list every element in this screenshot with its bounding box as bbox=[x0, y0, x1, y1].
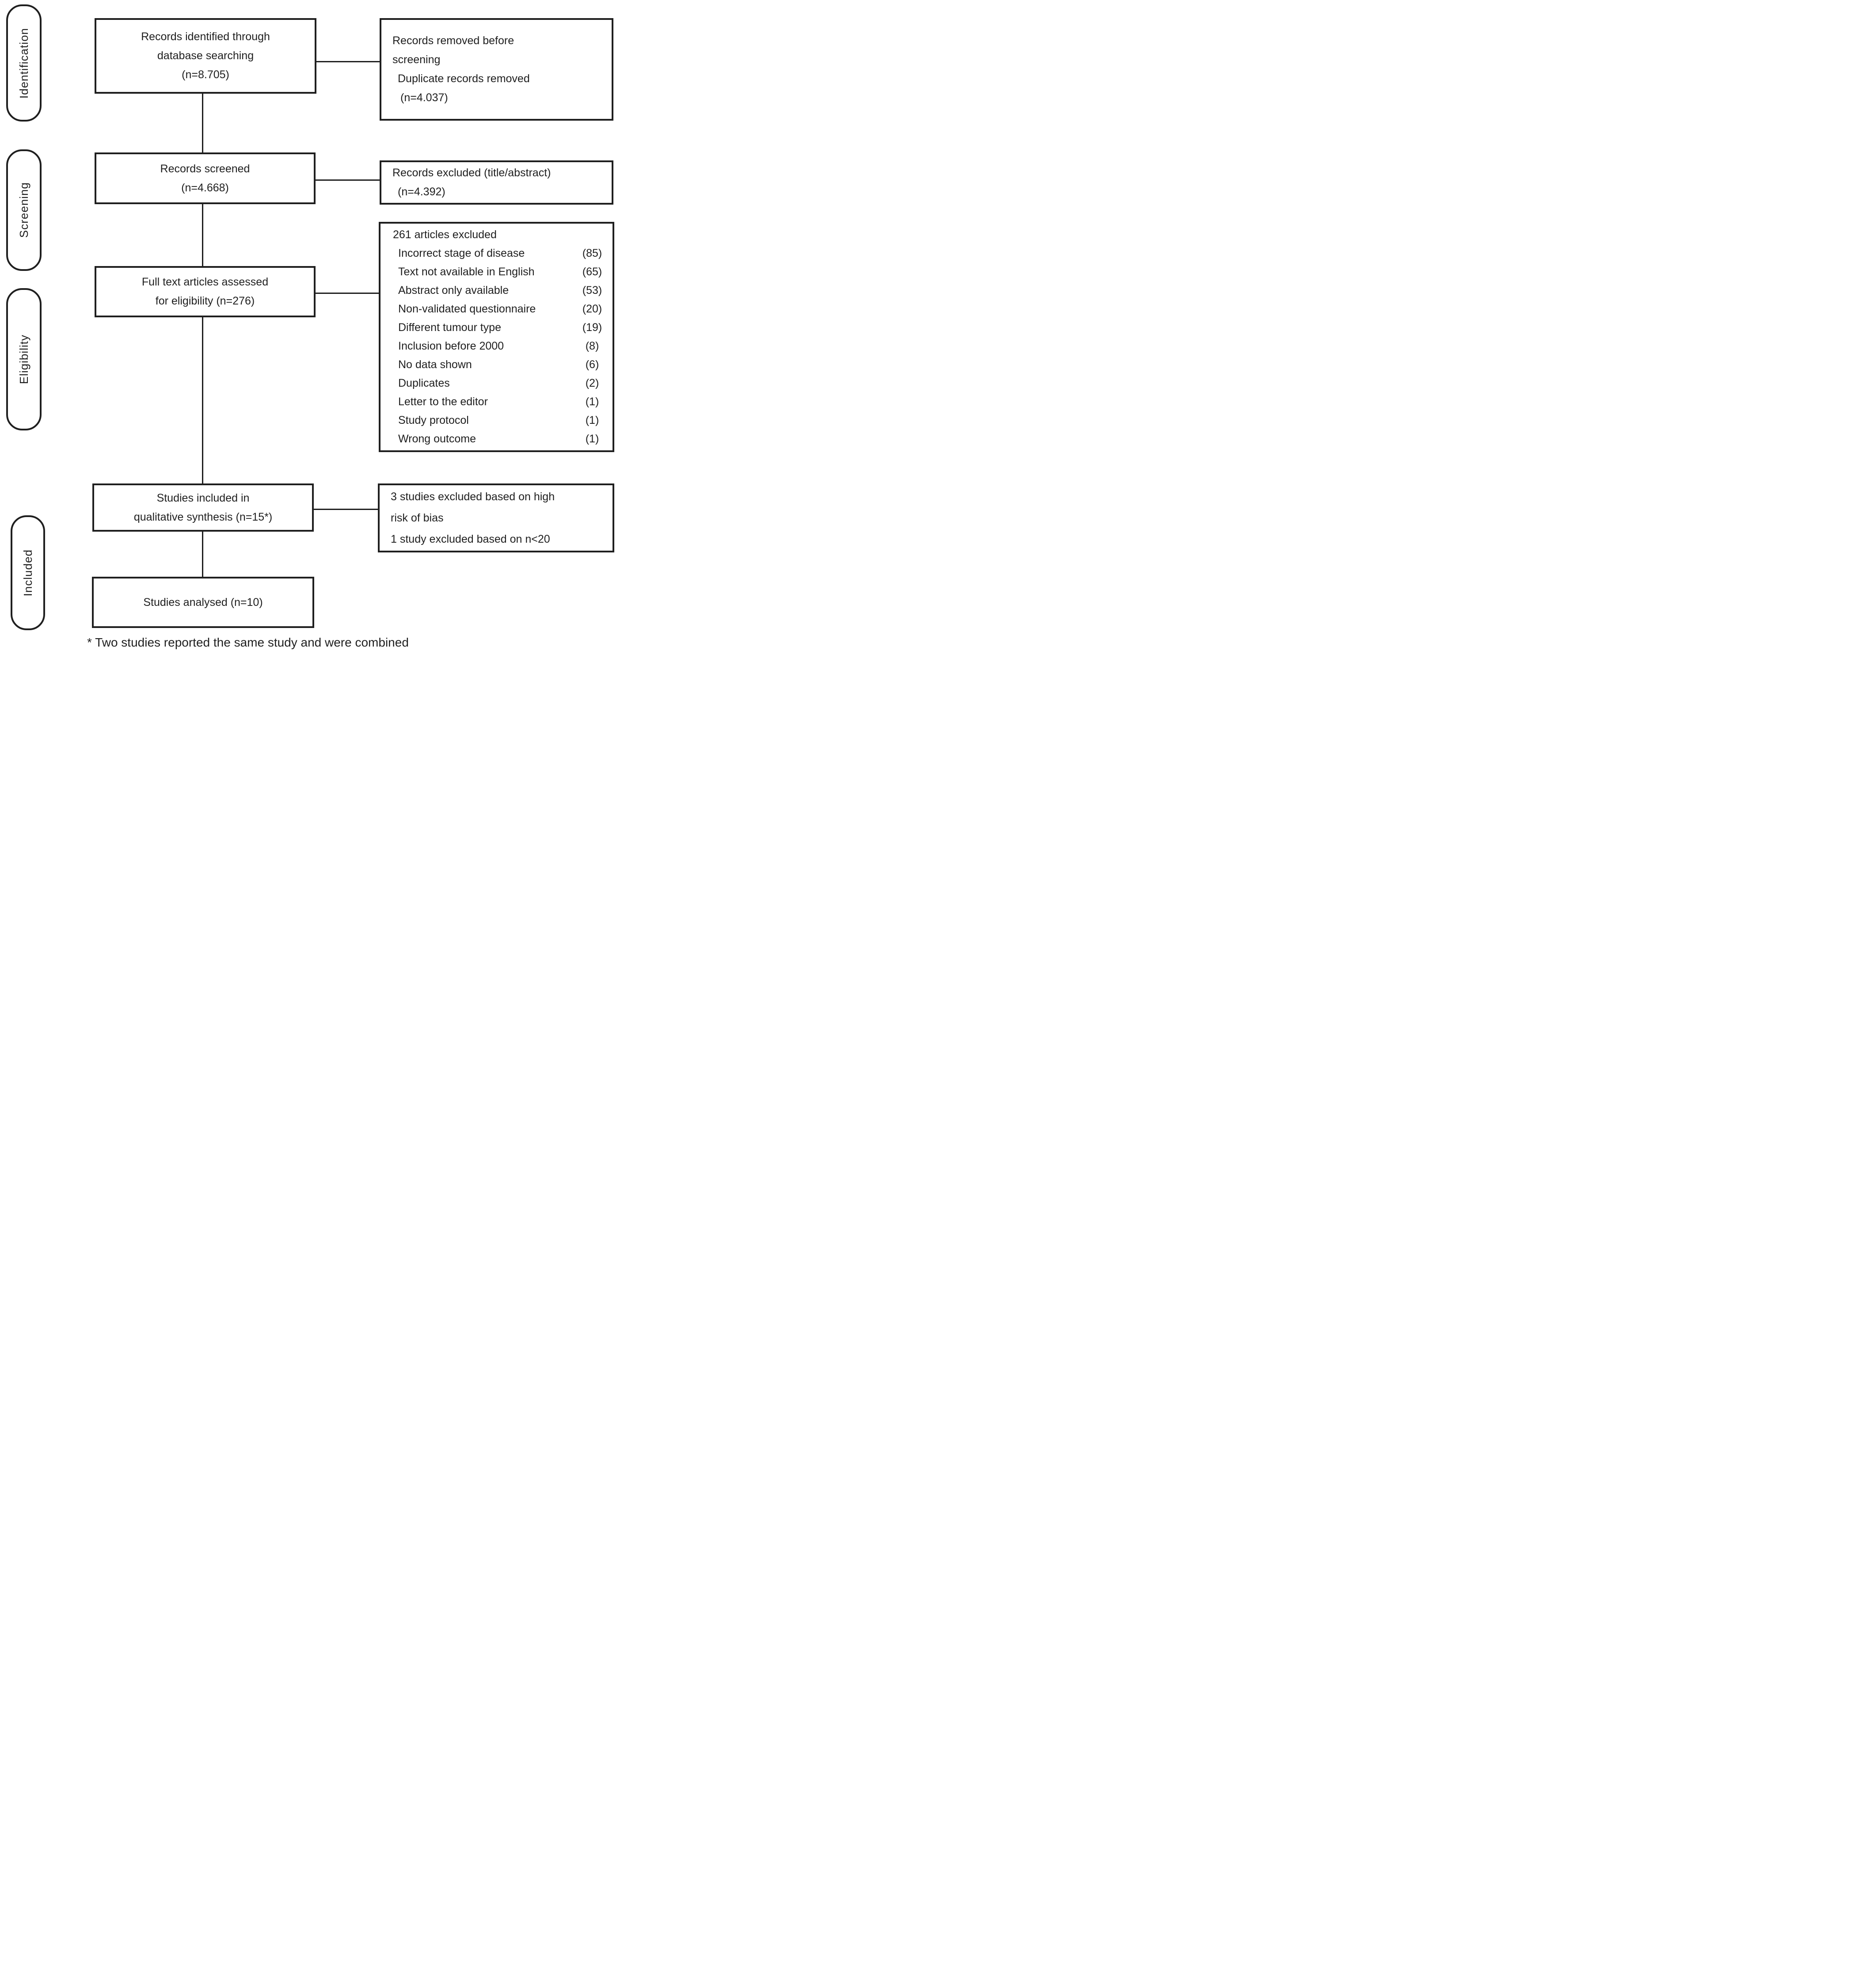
box-studies-analysed-line1: Studies analysed (n=10) bbox=[143, 596, 263, 609]
footnote: * Two studies reported the same study an… bbox=[87, 636, 409, 649]
box-records-removed-line2: screening bbox=[392, 53, 441, 66]
box-records-screened-line1: Records screened bbox=[160, 162, 250, 175]
connector-fulltext-to-qualitative bbox=[202, 316, 203, 484]
exclusion-reason-label: Non-validated questionnaire bbox=[398, 303, 536, 315]
exclusion-reason-label: Different tumour type bbox=[398, 321, 501, 334]
box-fulltext-assessed: Full text articles assessed for eligibil… bbox=[95, 266, 316, 317]
exclusion-reason-label: Incorrect stage of disease bbox=[398, 247, 525, 259]
exclusion-reason-count: (85) bbox=[582, 247, 602, 259]
exclusion-reason-count: (6) bbox=[585, 358, 599, 371]
exclusion-reason-count: (1) bbox=[585, 414, 599, 426]
exclusion-reason-row: Incorrect stage of disease (85) bbox=[393, 244, 605, 263]
exclusion-reason-label: No data shown bbox=[398, 358, 472, 371]
box-qualitative-synthesis-line2: qualitative synthesis (n=15*) bbox=[133, 510, 273, 523]
stage-capsule-included: Included bbox=[11, 515, 45, 630]
box-excluded-bias-line1: 3 studies excluded based on high bbox=[391, 491, 555, 503]
exclusion-reason-count: (8) bbox=[585, 340, 599, 352]
exclusion-reason-row: Study protocol (1) bbox=[393, 411, 605, 430]
exclusion-reason-row: No data shown (6) bbox=[393, 355, 605, 374]
exclusion-reason-label: Wrong outcome bbox=[398, 433, 476, 445]
box-records-removed: Records removed before screening Duplica… bbox=[380, 18, 613, 121]
box-fulltext-assessed-line1: Full text articles assessed bbox=[141, 276, 269, 288]
box-excluded-bias-line3: 1 study excluded based on n<20 bbox=[391, 533, 550, 545]
exclusion-reason-count: (2) bbox=[585, 377, 599, 389]
connector-screened-to-excluded bbox=[315, 179, 380, 181]
stage-label-eligibility: Eligibility bbox=[17, 334, 30, 384]
connector-qualitative-to-bias bbox=[313, 509, 378, 510]
box-fulltext-assessed-line2: for eligibility (n=276) bbox=[155, 295, 255, 307]
exclusion-reason-label: Study protocol bbox=[398, 414, 469, 426]
articles-excluded-title: 261 articles excluded bbox=[393, 228, 497, 241]
box-articles-excluded: 261 articles excluded Incorrect stage of… bbox=[379, 222, 614, 452]
exclusion-reason-row: Inclusion before 2000 (8) bbox=[393, 337, 605, 355]
exclusion-reason-row: Abstract only available (53) bbox=[393, 281, 605, 300]
exclusion-reason-count: (1) bbox=[585, 396, 599, 408]
box-records-removed-line3: Duplicate records removed bbox=[398, 72, 530, 85]
stage-capsule-eligibility: Eligibility bbox=[6, 288, 42, 430]
stage-label-screening: Screening bbox=[17, 182, 30, 238]
exclusion-reason-label: Inclusion before 2000 bbox=[398, 340, 504, 352]
exclusion-reason-row: Non-validated questionnaire (20) bbox=[393, 300, 605, 318]
box-excluded-bias-line2: risk of bias bbox=[391, 512, 444, 524]
box-records-excluded: Records excluded (title/abstract) (n=4.3… bbox=[380, 160, 613, 205]
box-records-identified-line1: Records identified through bbox=[141, 30, 270, 43]
connector-identified-to-screened bbox=[202, 93, 203, 153]
stage-capsule-identification: Identification bbox=[6, 4, 42, 122]
exclusion-reason-count: (65) bbox=[582, 266, 602, 278]
exclusion-reason-row: Duplicates (2) bbox=[393, 374, 605, 392]
exclusion-reason-count: (19) bbox=[582, 321, 602, 334]
box-studies-analysed: Studies analysed (n=10) bbox=[92, 577, 314, 628]
box-records-screened-line2: (n=4.668) bbox=[181, 181, 229, 194]
stage-label-identification: Identification bbox=[17, 27, 30, 99]
prisma-flow-diagram: Identification Screening Eligibility Inc… bbox=[0, 0, 625, 660]
exclusion-reason-row: Wrong outcome (1) bbox=[393, 430, 605, 448]
box-qualitative-synthesis: Studies included in qualitative synthesi… bbox=[92, 483, 314, 532]
box-records-removed-line1: Records removed before bbox=[392, 34, 514, 47]
exclusion-reason-row: Text not available in English (65) bbox=[393, 263, 605, 281]
connector-identified-to-removed bbox=[316, 61, 380, 62]
exclusion-reason-count: (20) bbox=[582, 303, 602, 315]
box-records-screened: Records screened (n=4.668) bbox=[95, 152, 316, 204]
exclusion-reason-label: Abstract only available bbox=[398, 284, 509, 297]
box-excluded-bias: 3 studies excluded based on high risk of… bbox=[378, 483, 614, 552]
exclusion-reason-count: (53) bbox=[582, 284, 602, 297]
exclusion-reason-row: Different tumour type (19) bbox=[393, 318, 605, 337]
box-records-removed-line4: (n=4.037) bbox=[400, 91, 448, 104]
box-records-excluded-line2: (n=4.392) bbox=[398, 186, 445, 198]
exclusion-reason-row: Letter to the editor (1) bbox=[393, 392, 605, 411]
connector-screened-to-fulltext bbox=[202, 203, 203, 267]
connector-fulltext-to-excluded-list bbox=[315, 293, 379, 294]
exclusion-reason-count: (1) bbox=[585, 433, 599, 445]
exclusion-reason-label: Text not available in English bbox=[398, 266, 535, 278]
box-records-identified-line2: database searching bbox=[157, 49, 254, 62]
box-qualitative-synthesis-line1: Studies included in bbox=[156, 491, 250, 504]
connector-qualitative-to-analysed bbox=[202, 531, 203, 578]
exclusion-reason-label: Letter to the editor bbox=[398, 396, 488, 408]
box-records-identified: Records identified through database sear… bbox=[95, 18, 316, 94]
stage-capsule-screening: Screening bbox=[6, 149, 42, 271]
exclusion-reason-label: Duplicates bbox=[398, 377, 450, 389]
box-records-excluded-line1: Records excluded (title/abstract) bbox=[392, 167, 551, 179]
box-records-identified-line3: (n=8.705) bbox=[182, 69, 229, 81]
stage-label-included: Included bbox=[21, 549, 34, 597]
